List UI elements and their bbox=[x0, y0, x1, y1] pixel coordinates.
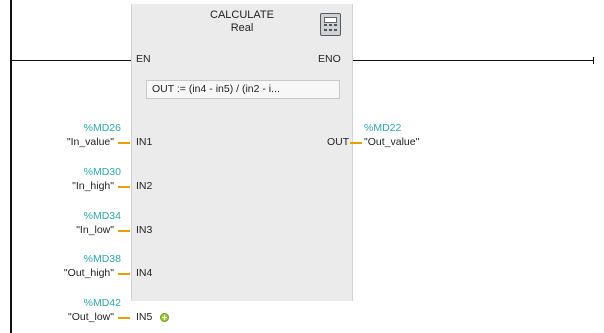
input-connector bbox=[118, 142, 130, 144]
block-title: CALCULATE bbox=[210, 9, 274, 21]
block-type: Real bbox=[230, 22, 254, 34]
line-end-tick bbox=[593, 57, 594, 64]
input-variable[interactable]: "Out_low" bbox=[68, 311, 114, 323]
input-pin-label: IN4 bbox=[136, 267, 153, 279]
input-variable[interactable]: "In_low" bbox=[76, 224, 114, 236]
input-variable[interactable]: "Out_high" bbox=[63, 267, 114, 279]
output-variable[interactable]: "Out_value" bbox=[364, 136, 420, 148]
input-address[interactable]: %MD34 bbox=[83, 210, 121, 222]
power-flow-line-right bbox=[348, 60, 594, 61]
left-power-rail bbox=[10, 0, 12, 333]
input-address[interactable]: %MD26 bbox=[83, 122, 121, 134]
input-address[interactable]: %MD30 bbox=[83, 166, 121, 178]
output-address[interactable]: %MD22 bbox=[364, 122, 402, 134]
input-address[interactable]: %MD42 bbox=[83, 297, 121, 309]
input-pin-label: IN5 bbox=[136, 311, 153, 323]
input-address[interactable]: %MD38 bbox=[83, 253, 121, 265]
output-pin-label: OUT bbox=[327, 136, 350, 148]
input-pin-label: IN1 bbox=[136, 136, 153, 148]
input-variable[interactable]: "In_value" bbox=[66, 136, 114, 148]
calculate-block[interactable]: CALCULATE Real bbox=[131, 4, 353, 301]
add-input-icon[interactable] bbox=[160, 313, 169, 322]
input-connector bbox=[118, 186, 130, 188]
input-pin-label: IN3 bbox=[136, 224, 153, 236]
input-connector bbox=[118, 317, 130, 319]
calculator-icon[interactable] bbox=[320, 13, 341, 36]
formula-field[interactable]: OUT := (in4 - in5) / (in2 - i... bbox=[146, 80, 340, 99]
input-variable[interactable]: "In_high" bbox=[72, 180, 114, 192]
input-pin-label: IN2 bbox=[136, 180, 153, 192]
power-flow-line-left bbox=[10, 60, 135, 61]
input-connector bbox=[118, 230, 130, 232]
eno-pin-label: ENO bbox=[318, 53, 341, 65]
input-connector bbox=[118, 273, 130, 275]
output-connector bbox=[350, 142, 362, 144]
en-pin-label: EN bbox=[136, 53, 151, 65]
